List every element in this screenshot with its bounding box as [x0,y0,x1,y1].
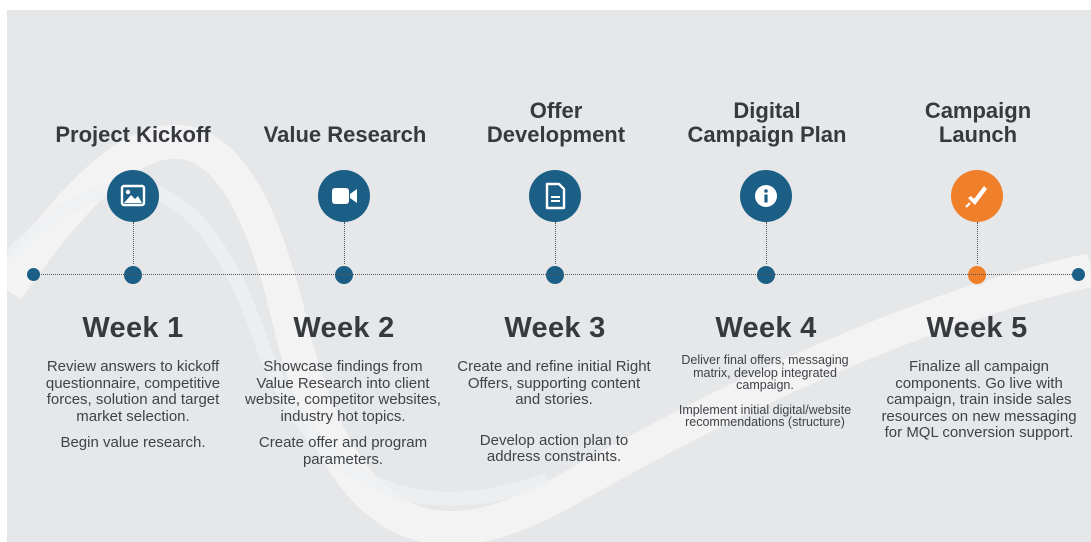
desc-paragraph: Develop action plan to address constrain… [479,431,629,465]
stage-title-project-kickoff: Project Kickoff [55,122,211,147]
rocket-icon [951,170,1003,222]
document-icon [529,170,581,222]
desc-paragraph: Deliver final offers, messaging matrix, … [681,353,849,392]
stage-title-campaign-launch: Campaign Launch [924,98,1032,147]
stage-description-3: Create and refine initial Right Offers, … [454,358,654,476]
image-icon [107,170,159,222]
week-label-5: Week 5 [926,312,1028,344]
timeline-dot-week-1 [122,264,144,286]
desc-paragraph: Create and refine initial Right Offers, … [457,358,651,408]
timeline-dot-week-2 [333,264,355,286]
timeline-dot-week-3 [544,264,566,286]
week-label-2: Week 2 [293,312,395,344]
connector-line [555,222,556,268]
desc-paragraph: Implement initial digital/website recomm… [678,402,852,429]
timeline-start-dot [27,268,40,281]
timeline-dot-week-4 [755,264,777,286]
connector-line [344,222,345,268]
video-camera-icon [318,170,370,222]
stage-description-4: Deliver final offers, messaging matrix, … [666,354,864,439]
info-icon [740,170,792,222]
stage-description-5: Finalize all campaign components. Go liv… [879,358,1079,452]
connector-line [766,222,767,268]
week-label-1: Week 1 [82,312,184,344]
week-label-4: Week 4 [715,312,817,344]
desc-paragraph: Showcase findings from Value Research in… [245,358,441,425]
stage-description-1: Review answers to kickoff questionnaire,… [33,358,233,462]
desc-paragraph: Create offer and program parameters. [258,434,428,468]
timeline-line [34,274,1078,275]
week-label-3: Week 3 [504,312,606,344]
desc-paragraph: Review answers to kickoff questionnaire,… [45,358,221,425]
timeline-canvas: Project Kickoff Week 1 Review answers to… [7,10,1091,542]
stage-title-value-research: Value Research [263,122,427,147]
desc-paragraph: Begin value research. [60,434,206,451]
connector-line [133,222,134,268]
timeline-dot-week-5 [966,264,988,286]
timeline-end-dot [1072,268,1085,281]
desc-paragraph: Finalize all campaign components. Go liv… [881,358,1077,441]
stage-title-offer-development: Offer Development [486,98,626,147]
stage-title-digital-campaign-plan: Digital Campaign Plan [687,98,847,147]
connector-line [977,222,978,268]
stage-description-2: Showcase findings from Value Research in… [243,358,443,478]
